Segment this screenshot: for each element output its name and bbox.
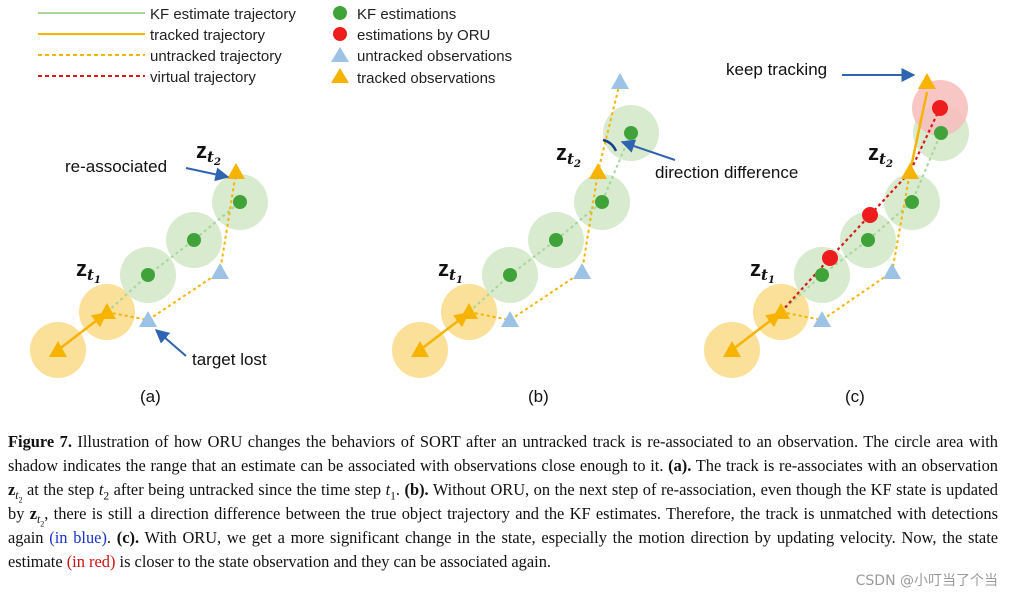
untracked-observation	[573, 263, 591, 279]
z-t1-label: zt1	[438, 256, 463, 286]
untracked-observation	[883, 263, 901, 279]
untracked-trajectory	[780, 171, 911, 322]
legend-tracked-triangle	[331, 68, 349, 83]
legend-virtual-label: virtual trajectory	[150, 69, 256, 86]
virtual-trajectory	[780, 107, 941, 313]
legend-untracked-label: untracked trajectory	[150, 48, 282, 65]
z-t1-label: zt1	[750, 256, 775, 286]
tracked-observation	[98, 303, 116, 319]
kf-trajectory	[468, 132, 632, 313]
untracked-observation	[139, 311, 157, 327]
tracked-trajectory	[731, 312, 782, 351]
kf-estimation-dot	[595, 195, 609, 209]
legend-kf-dot	[333, 6, 347, 20]
legend-tracked-label: tracked trajectory	[150, 27, 266, 44]
tracked-observation	[918, 73, 936, 89]
tracked-observation	[723, 341, 741, 357]
legend-kf-est-label: KF estimations	[357, 6, 456, 23]
kf-estimation-dot	[233, 195, 247, 209]
keep-tracking-label: keep tracking	[726, 60, 827, 79]
kf-estimation-dot	[141, 268, 155, 282]
legend: KF estimate trajectory tracked trajector…	[38, 6, 512, 87]
kf-trajectory	[106, 201, 241, 313]
untracked-trajectory	[106, 171, 237, 322]
legend-untracked-obs-label: untracked observations	[357, 48, 512, 65]
target-lost-arrow	[154, 329, 187, 357]
untracked-observation	[501, 311, 519, 327]
kf-estimation-dot	[503, 268, 517, 282]
panel-a: zt1 zt2 re-associated target lost (a)	[30, 138, 268, 406]
kf-estimation-dot	[861, 233, 875, 247]
kf-estimation-dot	[187, 233, 201, 247]
caption-in-red: (in red)	[66, 552, 116, 571]
direction-angle-arc	[602, 138, 618, 152]
caption-title: Figure 7.	[8, 432, 72, 451]
tracked-trajectory	[57, 312, 108, 351]
figure-caption: Figure 7. Illustration of how ORU change…	[8, 432, 999, 571]
z-t2-label: zt2	[556, 140, 581, 170]
kf-trajectory	[780, 132, 942, 313]
tracked-observation	[411, 341, 429, 357]
oru-estimation-dot	[862, 207, 878, 223]
z-t2-label: zt2	[196, 138, 221, 168]
legend-tracked-obs-label: tracked observations	[357, 70, 495, 87]
reassociated-label: re-associated	[65, 157, 167, 176]
panel-c: zt1 zt2 keep tracking (c)	[704, 60, 969, 406]
untracked-observation	[813, 311, 831, 327]
legend-oru-label: estimations by ORU	[357, 27, 490, 44]
tracked-trajectory	[908, 91, 929, 173]
tracked-observation	[772, 303, 790, 319]
kf-estimation-dot	[934, 126, 948, 140]
legend-oru-dot	[333, 27, 347, 41]
panel-a-label: (a)	[140, 387, 161, 406]
legend-kf-label: KF estimate trajectory	[150, 6, 296, 23]
caption-in-blue: (in blue)	[49, 528, 107, 547]
tracked-observation	[901, 163, 919, 179]
legend-untracked-triangle	[331, 47, 349, 62]
tracked-observation	[227, 163, 245, 179]
panel-b: zt1 zt2 direction difference (b)	[392, 73, 798, 406]
panel-b-label: (b)	[528, 387, 549, 406]
z-t2-label: zt2	[868, 140, 893, 170]
direction-difference-arrow	[620, 139, 676, 161]
kf-estimation-dot	[815, 268, 829, 282]
z-t1-label: zt1	[76, 256, 101, 286]
oru-estimation-dot	[822, 250, 838, 266]
panel-c-label: (c)	[845, 387, 865, 406]
watermark: CSDN @小叮当了个当	[855, 573, 998, 589]
direction-difference-label: direction difference	[655, 163, 798, 182]
tracked-observation	[589, 163, 607, 179]
kf-estimation-dot	[624, 126, 638, 140]
kf-estimation-dot	[549, 233, 563, 247]
figure-7-illustration: KF estimate trajectory tracked trajector…	[30, 6, 969, 406]
tracked-trajectory	[419, 312, 470, 351]
tracked-observation	[460, 303, 478, 319]
untracked-observation	[211, 263, 229, 279]
kf-estimation-dot	[905, 195, 919, 209]
target-lost-label: target lost	[192, 350, 267, 369]
oru-estimation-dot	[932, 100, 948, 116]
untracked-observation	[611, 73, 629, 89]
reassociated-arrow	[185, 167, 230, 182]
tracked-observation	[49, 341, 67, 357]
